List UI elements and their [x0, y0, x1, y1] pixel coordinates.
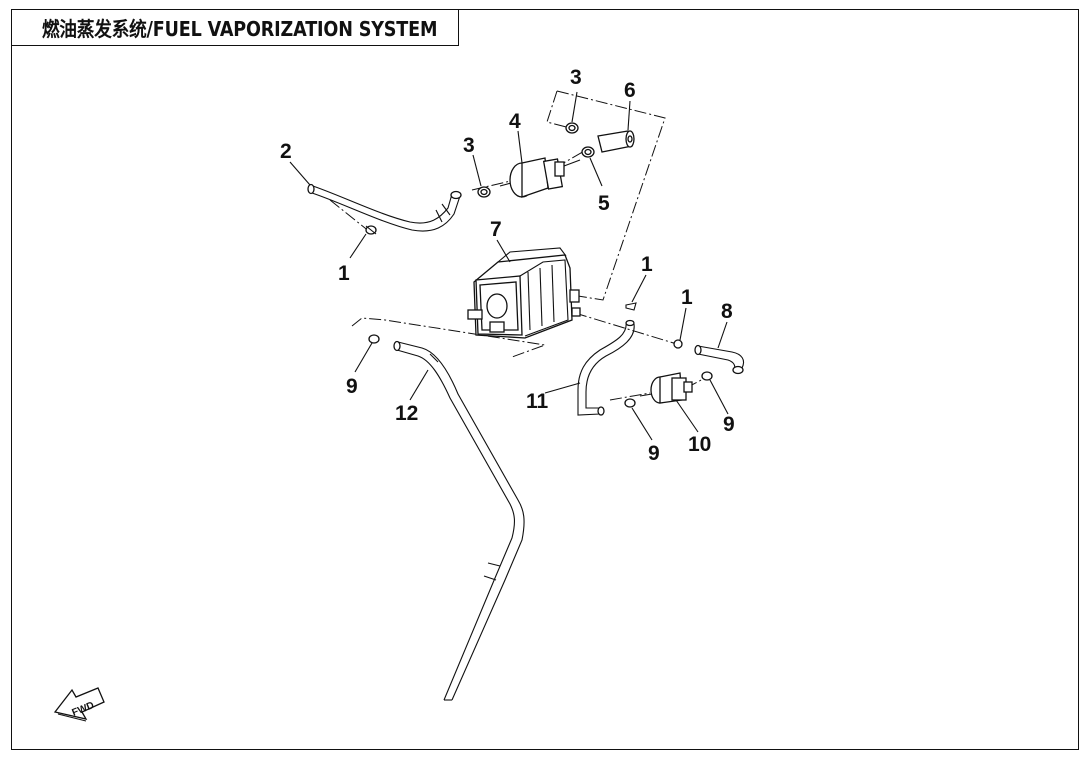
callout-1: 1 [338, 262, 350, 285]
part-3-clip [477, 186, 491, 198]
callout-3: 3 [570, 66, 582, 89]
part-9-clip [624, 398, 636, 408]
part-3-clip [565, 122, 579, 134]
callout-10: 10 [688, 433, 711, 456]
callout-4: 4 [509, 110, 521, 133]
part-10-filter [639, 372, 693, 404]
callout-6: 6 [624, 79, 636, 102]
leader-lines [289, 91, 729, 441]
callout-9: 9 [648, 442, 660, 465]
fwd-arrow-icon: FWD [53, 687, 105, 722]
callout-5: 5 [598, 192, 610, 215]
callout-11: 11 [526, 390, 549, 413]
callouts: 2 1 3 4 3 6 5 7 1 1 8 9 12 11 9 10 9 [280, 66, 735, 465]
callout-12: 12 [395, 402, 418, 425]
part-12-hose [393, 340, 525, 701]
callout-1: 1 [641, 253, 653, 276]
diagram-frame [11, 9, 1079, 750]
part-9-clip [368, 334, 380, 344]
part-4-valve [499, 157, 581, 198]
callout-9: 9 [346, 375, 358, 398]
callout-9: 9 [723, 413, 735, 436]
part-8-hose [694, 344, 745, 375]
title-box: 燃油蒸发系统/FUEL VAPORIZATION SYSTEM [11, 9, 459, 46]
part-1-clip [673, 339, 683, 349]
part-2-hose [307, 183, 462, 232]
page-title: 燃油蒸发系统/FUEL VAPORIZATION SYSTEM [42, 17, 438, 41]
part-7-canister [467, 247, 581, 339]
part-1-clip [365, 225, 377, 235]
part-5-clip [581, 146, 595, 158]
callout-1: 1 [681, 286, 693, 309]
callout-3: 3 [463, 134, 475, 157]
reference-lines [329, 90, 706, 401]
part-6-hose [597, 130, 635, 153]
part-11-hose [577, 319, 635, 416]
callout-2: 2 [280, 140, 292, 163]
part-1-clip [625, 302, 637, 311]
callout-8: 8 [721, 300, 733, 323]
callout-7: 7 [490, 218, 502, 241]
part-9-clip [701, 371, 713, 381]
